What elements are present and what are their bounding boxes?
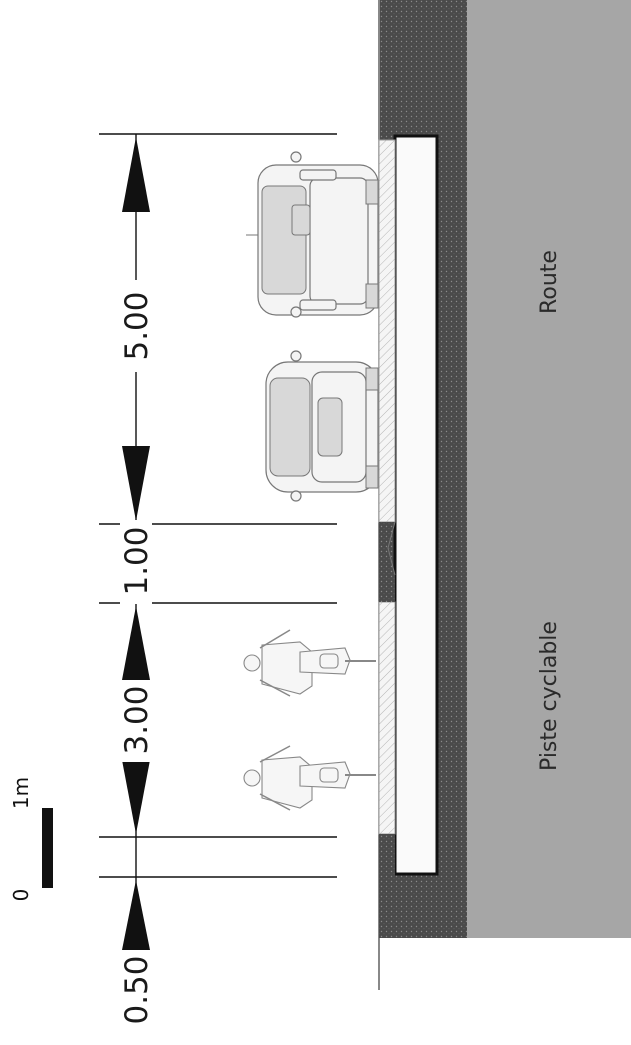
platform-slab <box>393 134 439 876</box>
separator-notch-edge <box>387 521 396 576</box>
scale-one-label: 1m <box>9 777 33 809</box>
cyclist-icon <box>243 629 376 697</box>
dim-margin-width: 0.50 <box>119 955 155 1024</box>
scale-bar <box>42 808 53 888</box>
road-curb <box>378 139 396 523</box>
dim-road-width: 5.00 <box>119 291 155 360</box>
road-label: Route <box>537 250 562 314</box>
bike-lane-label: Piste cyclable <box>537 621 562 771</box>
road-surface <box>467 0 631 938</box>
vehicle-van-icon <box>246 151 379 318</box>
bike-curb <box>378 601 396 835</box>
margin-soil <box>379 834 395 938</box>
cyclist-icon <box>243 745 376 811</box>
dim-separator-width: 1.00 <box>119 526 155 595</box>
vehicle-car-icon <box>265 350 379 502</box>
scale-zero-label: 0 <box>9 889 33 902</box>
dim-bike-width: 3.00 <box>119 685 155 754</box>
separator-notch <box>379 522 395 602</box>
dimension-arrows <box>122 137 150 950</box>
